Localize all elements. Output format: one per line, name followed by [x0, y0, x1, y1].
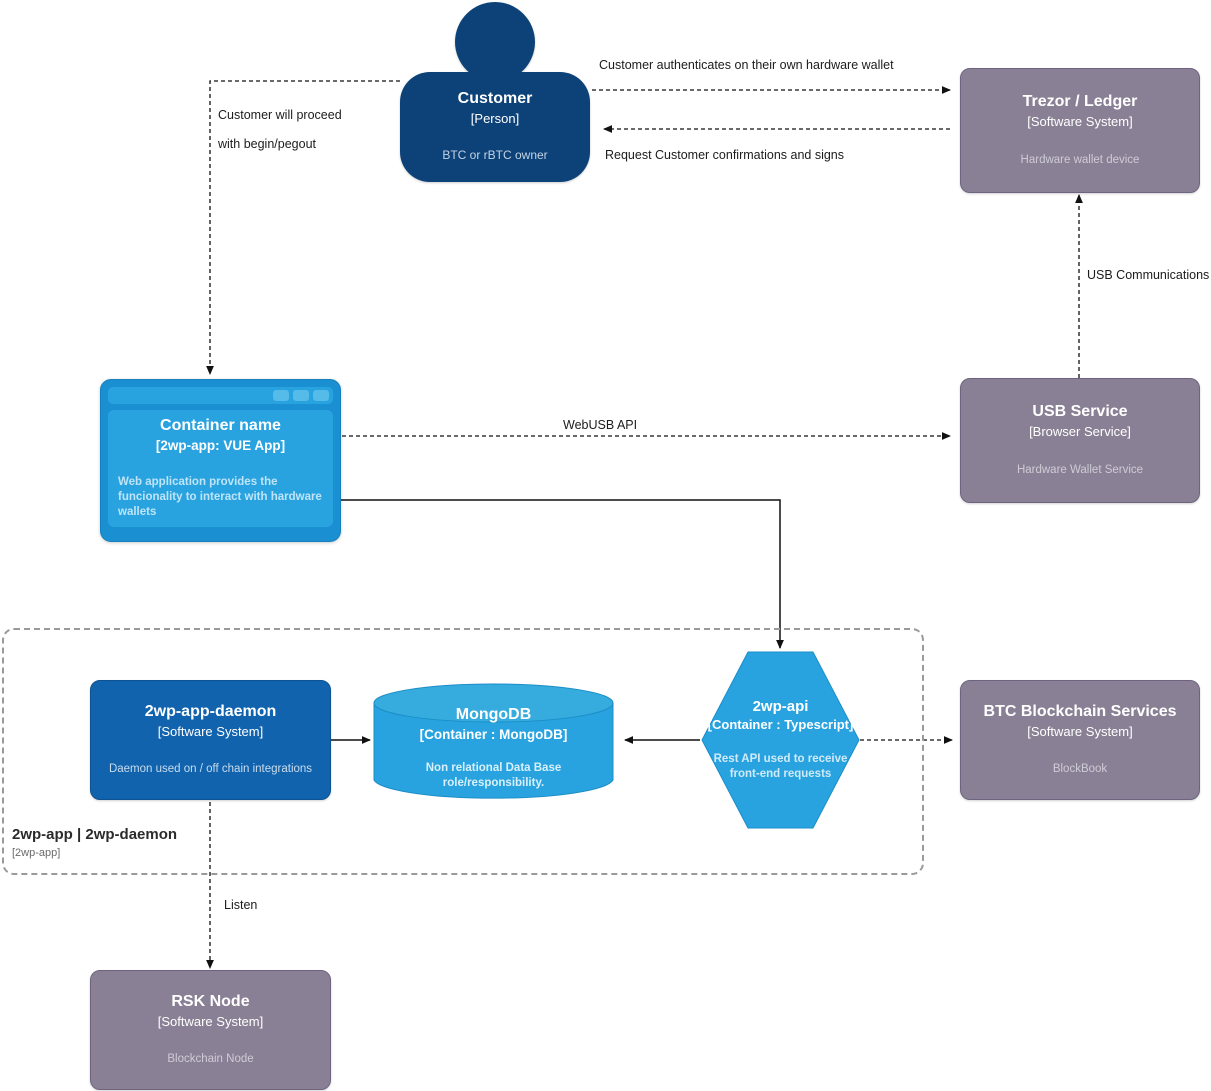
person-head-icon [455, 2, 535, 82]
mongodb-text: MongoDB [Container : MongoDB] Non relati… [373, 683, 614, 800]
daemon-title: 2wp-app-daemon [144, 702, 277, 720]
node-container-name[interactable]: Container name [2wp-app: VUE App] Web ap… [100, 379, 341, 542]
mongodb-title: MongoDB [455, 706, 532, 724]
browser-title-bar [108, 387, 333, 404]
person-body: Customer [Person] BTC or rBTC owner [400, 72, 590, 182]
rsk-node-title: RSK Node [171, 992, 250, 1010]
node-2wp-app-daemon[interactable]: 2wp-app-daemon [Software System] Daemon … [90, 680, 331, 800]
browser-maximize-icon[interactable] [293, 390, 309, 401]
api-title: 2wp-api [752, 698, 809, 716]
boundary-2wp-app [2, 628, 924, 875]
customer-title: Customer [457, 90, 533, 108]
container-name-tech: [2wp-app: VUE App] [155, 438, 286, 454]
daemon-description: Daemon used on / off chain integrations [108, 763, 313, 776]
api-description: Rest API used to receive front-end reque… [713, 752, 848, 780]
daemon-tech: [Software System] [157, 723, 264, 739]
usb-service-description: Hardware Wallet Service [1016, 463, 1144, 476]
browser-close-icon[interactable] [313, 390, 329, 401]
browser-content: Container name [2wp-app: VUE App] Web ap… [108, 410, 333, 527]
edge-label-customer-to-app-line1: Customer will proceed [218, 108, 342, 122]
edge-label-trezor-to-customer: Request Customer confirmations and signs [605, 148, 845, 162]
container-name-title: Container name [160, 417, 281, 435]
trezor-ledger-description: Hardware wallet device [1020, 153, 1140, 166]
rsk-node-tech: [Software System] [157, 1013, 264, 1029]
cylinder-shape [373, 683, 614, 799]
edge-container-to-api [340, 499, 784, 649]
customer-description: BTC or rBTC owner [442, 148, 548, 163]
node-trezor-ledger[interactable]: Trezor / Ledger [Software System] Hardwa… [960, 68, 1200, 193]
node-mongodb[interactable]: MongoDB [Container : MongoDB] Non relati… [373, 683, 614, 800]
mongodb-tech: [Container : MongoDB] [419, 727, 568, 743]
edge-label-webusb-api: WebUSB API [563, 418, 638, 432]
usb-service-title: USB Service [1032, 403, 1128, 421]
node-usb-service[interactable]: USB Service [Browser Service] Hardware W… [960, 378, 1200, 503]
node-2wp-api[interactable]: 2wp-api [Container : Typescript] Rest AP… [700, 650, 861, 830]
customer-tech: [Person] [470, 111, 520, 127]
api-text: 2wp-api [Container : Typescript] Rest AP… [700, 650, 861, 830]
usb-service-tech: [Browser Service] [1029, 424, 1131, 440]
node-rsk-node[interactable]: RSK Node [Software System] Blockchain No… [90, 970, 331, 1090]
btc-services-description: BlockBook [1052, 763, 1108, 776]
node-customer[interactable]: Customer [Person] BTC or rBTC owner [400, 2, 590, 182]
boundary-tech: [2wp-app] [12, 847, 61, 859]
container-name-description: Web application provides the funcionalit… [118, 475, 322, 518]
rsk-node-description: Blockchain Node [167, 1053, 254, 1066]
edge-label-listen: Listen [224, 898, 258, 912]
browser-minimize-icon[interactable] [273, 390, 289, 401]
edge-label-customer-to-app-line2: with begin/pegout [218, 137, 316, 151]
edge-label-customer-to-trezor: Customer authenticates on their own hard… [599, 58, 894, 72]
hexagon-shape [701, 651, 860, 829]
api-tech: [Container : Typescript] [707, 716, 854, 732]
edge-label-usb-communications: USB Communications [1087, 268, 1210, 282]
boundary-label: 2wp-app | 2wp-daemon [2wp-app] [12, 826, 312, 859]
btc-services-tech: [Software System] [1027, 723, 1133, 739]
trezor-ledger-title: Trezor / Ledger [1022, 93, 1138, 111]
boundary-name: 2wp-app | 2wp-daemon [12, 826, 178, 843]
trezor-ledger-tech: [Software System] [1027, 114, 1133, 130]
node-btc-blockchain-services[interactable]: BTC Blockchain Services [Software System… [960, 680, 1200, 800]
btc-services-title: BTC Blockchain Services [983, 702, 1177, 720]
mongodb-description: Non relational Data Base role/responsibi… [425, 761, 562, 789]
